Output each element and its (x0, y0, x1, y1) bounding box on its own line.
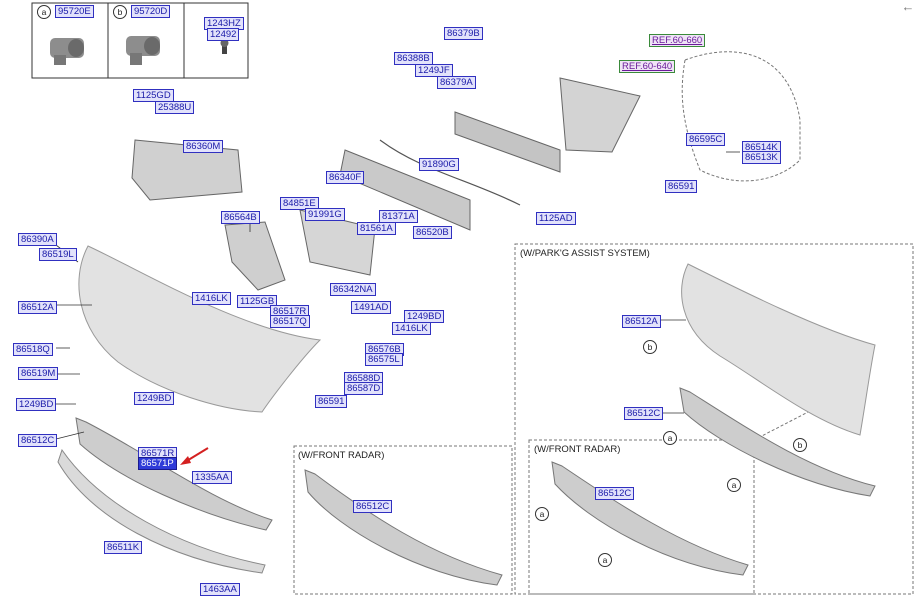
part-label[interactable]: 86519M (18, 367, 59, 380)
part-label[interactable]: 86512A (622, 315, 661, 328)
part-label[interactable]: 91991G (305, 208, 345, 221)
wiring-harness-part (379, 139, 521, 206)
part-label[interactable]: 86518Q (13, 343, 53, 356)
radar-grille-2 (551, 461, 749, 576)
legend-bolt-part-2[interactable]: 12492 (207, 28, 240, 41)
sensor-b-icon (126, 36, 160, 65)
absorber-part (454, 111, 561, 173)
part-label[interactable]: 86388B (394, 52, 433, 65)
radar-callout-line (753, 409, 813, 441)
part-label[interactable]: 86513K (742, 151, 781, 164)
parking-bumper-cover (681, 263, 876, 436)
part-label[interactable]: 86564B (221, 211, 260, 224)
carrier-part (559, 77, 641, 153)
part-label[interactable]: 86379A (437, 76, 476, 89)
part-label[interactable]: 1463AA (200, 583, 240, 596)
red-arrow-icon (180, 447, 209, 465)
part-label[interactable]: 1249JF (415, 64, 453, 77)
front-radar-frame (293, 445, 513, 595)
ref-label-fender[interactable]: REF.60-660 (649, 34, 706, 47)
part-label[interactable]: 86390A (18, 233, 57, 246)
part-label[interactable]: 1125AD (536, 212, 576, 225)
part-label[interactable]: 86519L (39, 248, 77, 261)
fender-outline (681, 51, 801, 182)
part-label[interactable]: 86342NA (330, 283, 376, 296)
caption-front-radar: (W/FRONT RADAR) (298, 450, 385, 461)
part-label[interactable]: 86575L (365, 353, 403, 366)
part-label[interactable]: 86360M (183, 140, 224, 153)
part-label[interactable]: 1416LK (392, 322, 431, 335)
parking-radar-frame (528, 439, 755, 595)
part-label[interactable]: 86595C (686, 133, 726, 146)
part-label[interactable]: 86520B (413, 226, 452, 239)
part-label[interactable]: 86512C (624, 407, 664, 420)
lower-trim-part (57, 448, 266, 574)
sensor-a-icon (50, 38, 84, 65)
part-label[interactable]: 86591 (665, 180, 698, 193)
part-label[interactable]: 86517R (270, 305, 310, 318)
part-label[interactable]: 1249BD (16, 398, 57, 411)
legend-part-a[interactable]: 95720E (55, 5, 94, 18)
air-guide-part (299, 209, 376, 276)
marker-a: a (535, 507, 549, 521)
part-label[interactable]: 86340F (326, 171, 365, 184)
part-label[interactable]: 86511K (104, 541, 143, 554)
part-label[interactable]: 81371A (379, 210, 418, 223)
part-label[interactable]: 1416LK (192, 292, 231, 305)
radar-grille-1 (304, 469, 503, 586)
legend-mark-a: a (37, 5, 51, 19)
legend-part-b[interactable]: 95720D (131, 5, 171, 18)
ref-label-carrier[interactable]: REF.60-640 (619, 60, 676, 73)
part-label[interactable]: 86517Q (270, 315, 310, 328)
part-label[interactable]: 86512C (353, 500, 393, 513)
parking-assist-frame (514, 243, 914, 595)
part-label[interactable]: 81561A (357, 222, 396, 235)
marker-a: a (663, 431, 677, 445)
caption-front-radar-parking: (W/FRONT RADAR) (534, 444, 621, 455)
front-bumper-cover (78, 245, 322, 413)
part-label[interactable]: 86512A (18, 301, 57, 314)
part-label[interactable]: 86379B (444, 27, 483, 40)
part-label[interactable]: 1335AA (192, 471, 232, 484)
part-label[interactable]: 25388U (155, 101, 195, 114)
part-label[interactable]: 1125GD (133, 89, 174, 102)
marker-b: b (643, 340, 657, 354)
parking-lower-grille (679, 387, 876, 497)
marker-a: a (727, 478, 741, 492)
beam-bracket-part (224, 221, 286, 291)
part-label[interactable]: 1249BD (134, 392, 175, 405)
legend-frame (31, 2, 249, 79)
part-label[interactable]: 86512C (18, 434, 58, 447)
screw-icon (220, 39, 229, 54)
part-label[interactable]: 86587D (344, 382, 384, 395)
caption-parking-assist: (W/PARK'G ASSIST SYSTEM) (520, 248, 650, 259)
marker-a: a (598, 553, 612, 567)
part-label[interactable]: 1125GB (237, 295, 278, 308)
back-arrow-icon[interactable]: ← (901, 0, 915, 14)
impact-beam-part (339, 149, 471, 231)
part-label[interactable]: 91890G (419, 158, 459, 171)
part-label-highlighted[interactable]: 86571P (138, 457, 177, 470)
marker-b: b (793, 438, 807, 452)
part-label[interactable]: 86591 (315, 395, 348, 408)
part-label[interactable]: 1491AD (351, 301, 392, 314)
legend-mark-b: b (113, 5, 127, 19)
part-label[interactable]: 84851E (280, 197, 319, 210)
part-label[interactable]: 86512C (595, 487, 635, 500)
